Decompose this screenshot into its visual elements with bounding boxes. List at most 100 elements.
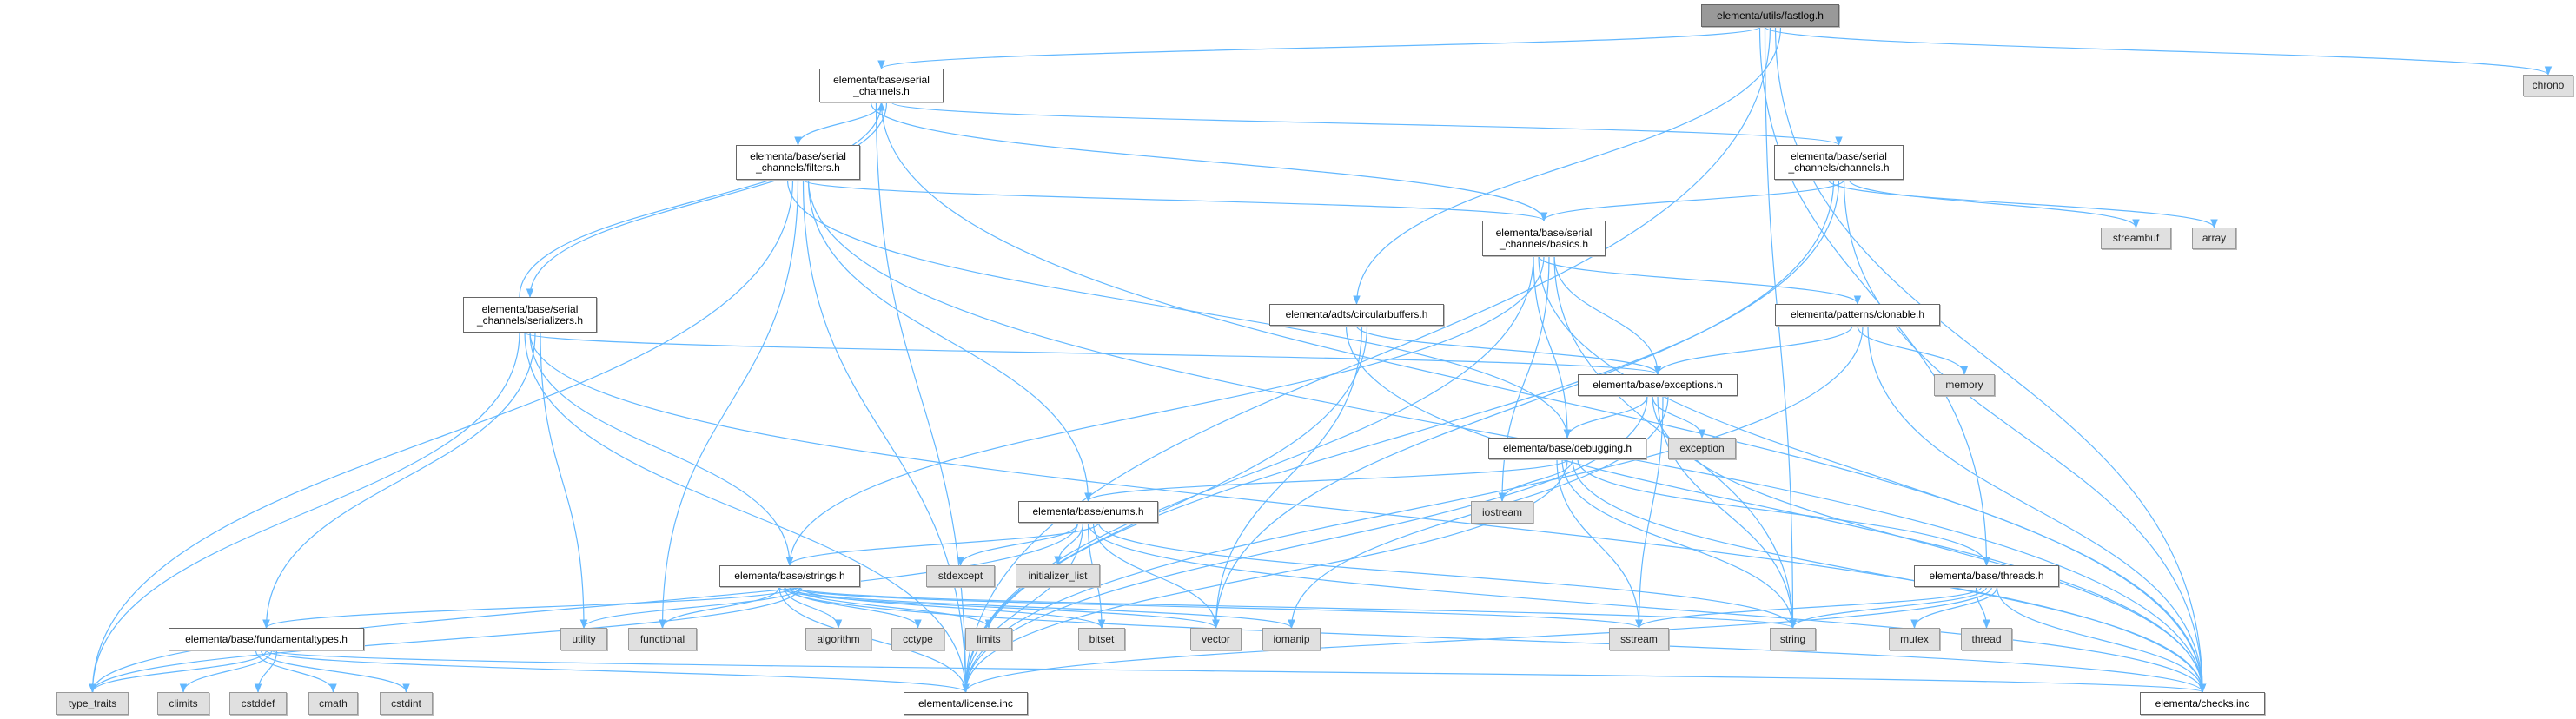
edge-strings-to-fundamentaltypes <box>262 586 796 630</box>
node-checks[interactable]: elementa/checks.inc <box>2140 692 2265 715</box>
node-label: elementa/adts/circularbuffers.h <box>1285 308 1428 320</box>
edge-fastlog-to-chrono <box>1764 26 2552 76</box>
edge-strings-to-license <box>778 586 970 694</box>
node-enums[interactable]: elementa/base/enums.h <box>1018 501 1158 523</box>
node-label: elementa/base/debugging.h <box>1502 442 1632 454</box>
edge-debugging-to-checks <box>1572 458 2207 694</box>
node-strings[interactable]: elementa/base/strings.h <box>719 565 860 587</box>
node-fundamentaltypes[interactable]: elementa/base/fundamentaltypes.h <box>169 628 364 650</box>
node-iostream: iostream <box>1471 501 1533 524</box>
edge-circularbuffers-to-vector <box>1212 325 1363 630</box>
edge-serializers-to-strings <box>529 332 794 567</box>
node-license[interactable]: elementa/license.inc <box>904 692 1028 715</box>
edge-exceptions-to-sstream <box>1635 395 1664 630</box>
edge-clonable-to-checks <box>1867 325 2207 694</box>
edge-filters-to-debugging <box>786 179 1572 439</box>
node-label: thread <box>1971 632 2002 645</box>
node-label: elementa/base/strings.h <box>734 570 845 582</box>
node-mutex: mutex <box>1889 628 1940 650</box>
edge-strings-to-type_traits <box>89 586 801 694</box>
edge-basics-to-iostream <box>1498 255 1550 503</box>
edge-serializers-to-type_traits <box>89 332 520 694</box>
node-limits: limits <box>965 628 1012 650</box>
node-label: elementa/utils/fastlog.h <box>1717 9 1824 22</box>
node-clonable[interactable]: elementa/patterns/clonable.h <box>1775 304 1940 326</box>
node-utility: utility <box>560 628 607 650</box>
node-label: elementa/base/serial <box>833 73 930 86</box>
node-label: elementa/checks.inc <box>2155 696 2250 709</box>
edge-circularbuffers-to-exceptions <box>1355 325 1662 376</box>
edge-channels-to-license <box>962 179 1840 694</box>
edge-fastlog-to-serial_channels <box>877 26 1761 70</box>
node-label: vector <box>1202 632 1230 645</box>
edge-fundamentaltypes-to-cstdint <box>260 650 410 694</box>
edge-strings-to-utility <box>579 586 801 630</box>
edge-serial_channels-to-serializers <box>526 102 888 299</box>
node-label: bitset <box>1089 632 1115 645</box>
edge-basics-to-strings <box>785 255 1545 567</box>
node-label: iostream <box>1481 505 1522 518</box>
edge-strings-to-bitset <box>799 586 1106 630</box>
node-label: chrono <box>2532 79 2565 91</box>
edge-enums-to-strings <box>785 522 1100 567</box>
node-cstddef: cstddef <box>229 692 287 715</box>
node-label: elementa/license.inc <box>918 696 1013 709</box>
node-serializers[interactable]: elementa/base/serial_channels/serializer… <box>463 297 597 333</box>
edge-filters-to-type_traits <box>89 179 794 694</box>
edge-enums-to-string <box>1097 522 1797 630</box>
node-memory: memory <box>1934 374 1995 396</box>
node-label: _channels/channels.h <box>1788 162 1890 174</box>
node-cctype: cctype <box>891 628 944 650</box>
node-basics[interactable]: elementa/base/serial_channels/basics.h <box>1482 221 1606 256</box>
node-circularbuffers[interactable]: elementa/adts/circularbuffers.h <box>1269 304 1444 326</box>
node-channels[interactable]: elementa/base/serial_channels/channels.h <box>1774 145 1904 180</box>
edge-debugging-to-iostream <box>1498 458 1573 503</box>
node-label: elementa/base/serial <box>750 150 846 162</box>
edge-channels-to-vector <box>1212 179 1835 630</box>
node-streambuf: streambuf <box>2101 228 2171 249</box>
edge-basics-to-license <box>962 255 1534 694</box>
node-label: initializer_list <box>1028 569 1088 582</box>
edge-filters-to-license <box>802 179 970 694</box>
edge-basics-to-debugging <box>1533 255 1572 439</box>
node-label: memory <box>1945 379 1983 391</box>
edge-strings-to-cctype <box>789 586 922 630</box>
edge-serializers-to-utility <box>540 332 588 630</box>
node-exception: exception <box>1668 438 1736 459</box>
node-array: array <box>2192 228 2236 249</box>
edge-debugging-to-string <box>1561 458 1797 630</box>
edge-serial_channels-to-filters <box>794 102 883 147</box>
edge-enums-to-license <box>962 522 1084 694</box>
node-thread: thread <box>1961 628 2012 650</box>
node-label: _channels/serializers.h <box>476 313 584 327</box>
node-filters[interactable]: elementa/base/serial_channels/filters.h <box>736 145 860 180</box>
node-label: _channels/basics.h <box>1499 237 1589 250</box>
edge-threads-to-sstream <box>1635 586 1983 630</box>
edge-debugging-to-threads <box>1577 458 1990 567</box>
node-exceptions[interactable]: elementa/base/exceptions.h <box>1578 374 1738 396</box>
edge-fastlog-to-checks <box>1774 26 2207 694</box>
node-threads[interactable]: elementa/base/threads.h <box>1914 565 2059 587</box>
node-label: streambuf <box>2112 232 2160 244</box>
edge-strings-to-vector <box>778 586 1220 630</box>
edge-fastlog-to-circularbuffers <box>1353 26 1782 306</box>
edge-enums-to-vector <box>1092 522 1220 630</box>
edge-fastlog-to-string <box>1764 26 1797 630</box>
node-sstream: sstream <box>1609 628 1669 650</box>
node-label: sstream <box>1620 632 1658 645</box>
edge-serial_channels-to-basics <box>870 102 1548 222</box>
node-label: elementa/patterns/clonable.h <box>1790 308 1925 320</box>
node-label: climits <box>169 696 198 709</box>
node-initializer-list: initializer_list <box>1016 564 1100 587</box>
edge-fundamentaltypes-to-cstddef <box>254 650 278 694</box>
node-label: elementa/base/serial <box>1495 226 1593 239</box>
node-serial-channels[interactable]: elementa/base/serial_channels.h <box>819 69 944 102</box>
edge-enums-to-stdexcept <box>957 522 1079 567</box>
node-cmath: cmath <box>308 692 358 715</box>
node-debugging[interactable]: elementa/base/debugging.h <box>1488 438 1646 459</box>
node-label: _channels/filters.h <box>756 162 840 174</box>
edge-fundamentaltypes-to-checks <box>270 650 2206 694</box>
node-type-traits: type_traits <box>56 692 129 715</box>
node-fastlog[interactable]: elementa/utils/fastlog.h <box>1701 4 1839 27</box>
